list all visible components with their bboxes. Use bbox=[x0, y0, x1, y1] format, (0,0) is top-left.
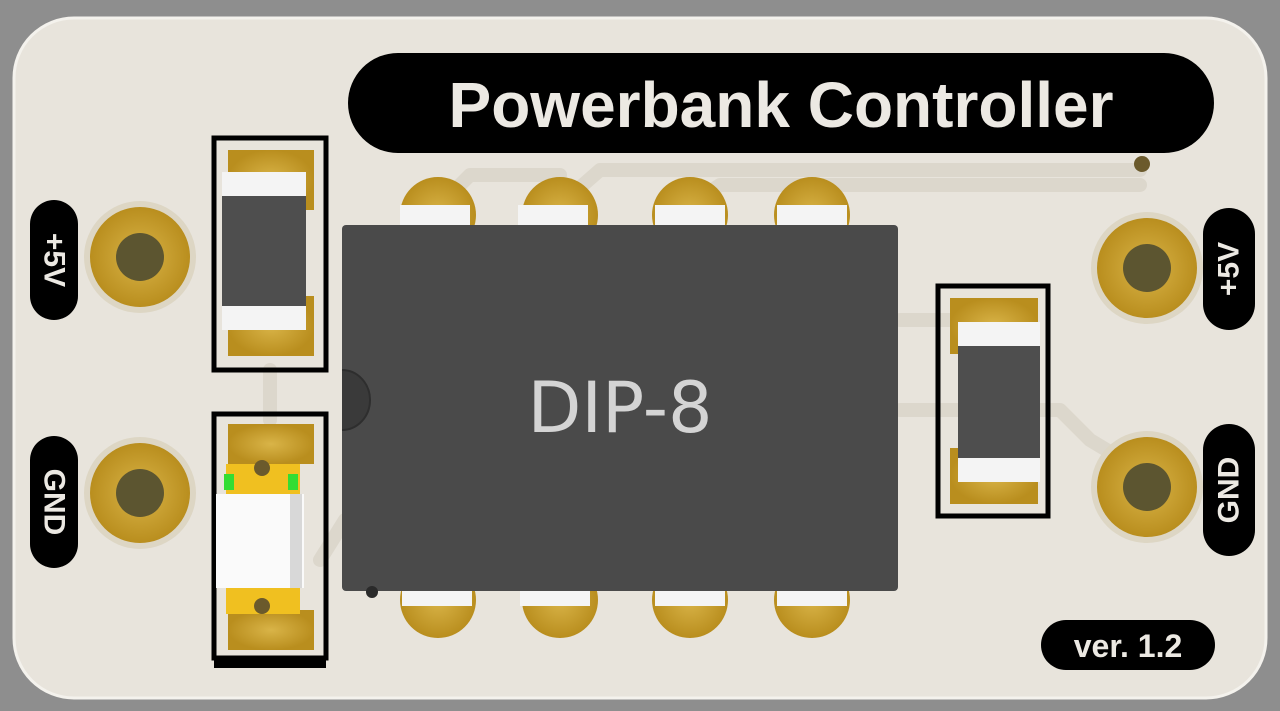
left-gnd-label: GND bbox=[30, 436, 78, 568]
title-banner: Powerbank Controller bbox=[348, 53, 1214, 153]
board-title: Powerbank Controller bbox=[449, 69, 1114, 141]
right-5v-label: +5V bbox=[1203, 208, 1255, 330]
right-gnd-label: GND bbox=[1203, 424, 1255, 556]
pad-right-gnd bbox=[1091, 431, 1203, 543]
svg-text:+5V: +5V bbox=[1213, 242, 1246, 296]
dip8-chip: DIP-8 bbox=[341, 225, 898, 598]
resistor-right bbox=[935, 283, 1051, 519]
chip-label: DIP-8 bbox=[527, 367, 712, 449]
via bbox=[1134, 156, 1150, 172]
left-5v-label: +5V bbox=[30, 200, 78, 320]
version-badge: ver. 1.2 bbox=[1041, 620, 1215, 670]
version-label: ver. 1.2 bbox=[1074, 628, 1183, 664]
pad-left-5v bbox=[84, 201, 196, 313]
resistor-left bbox=[211, 135, 329, 373]
pad-left-gnd bbox=[84, 437, 196, 549]
svg-text:GND: GND bbox=[1213, 457, 1246, 524]
svg-text:GND: GND bbox=[38, 469, 71, 536]
pad-right-5v bbox=[1091, 212, 1203, 324]
svg-text:+5V: +5V bbox=[38, 233, 71, 287]
led-left bbox=[211, 411, 329, 668]
